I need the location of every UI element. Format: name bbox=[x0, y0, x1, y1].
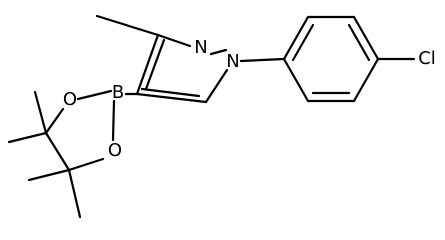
bond-c1-me-a bbox=[7, 131, 48, 144]
bond-ph-4-5 bbox=[352, 57, 380, 103]
bond-c5-c4-double bbox=[140, 87, 201, 98]
bond-c2-me-b bbox=[67, 168, 82, 219]
bond-c4-c3 bbox=[135, 33, 160, 96]
bond-ph-3-4 bbox=[352, 15, 380, 61]
atom-label-o2: O bbox=[108, 140, 122, 161]
bond-n2-n1 bbox=[209, 48, 228, 56]
bond-n1-phenyl bbox=[239, 57, 286, 63]
bond-c1-me-b bbox=[33, 90, 48, 135]
bond-n1-c5 bbox=[204, 68, 229, 104]
bond-ph-1-2 bbox=[282, 15, 310, 61]
bond-c4-c3-double bbox=[144, 38, 166, 91]
bond-b-o2 bbox=[111, 99, 116, 142]
bond-ph-6-1 bbox=[282, 57, 310, 103]
atom-label-n2: N bbox=[194, 37, 207, 58]
bond-o2-c2 bbox=[67, 157, 105, 172]
atom-label-b: B bbox=[112, 82, 124, 103]
atom-label-cl: Cl bbox=[418, 48, 436, 69]
bond-c1-c2 bbox=[44, 131, 71, 172]
bond-b-o1 bbox=[76, 89, 113, 101]
bond-c3-n2 bbox=[156, 33, 192, 48]
bond-c2-me-a bbox=[27, 168, 71, 182]
bond-ph-3-4-double bbox=[347, 23, 371, 62]
structure-canvas: N N Cl B O O bbox=[7, 14, 436, 219]
structure-diagram: N N Cl B O O bbox=[7, 14, 436, 219]
bond-ph-1-2-double bbox=[291, 23, 315, 62]
atom-label-o1: O bbox=[63, 89, 77, 110]
atom-label-n1: N bbox=[226, 51, 239, 72]
bond-c5-c4 bbox=[135, 92, 208, 104]
bond-o1-c1 bbox=[44, 107, 65, 135]
bond-c3-methyl bbox=[95, 14, 160, 37]
